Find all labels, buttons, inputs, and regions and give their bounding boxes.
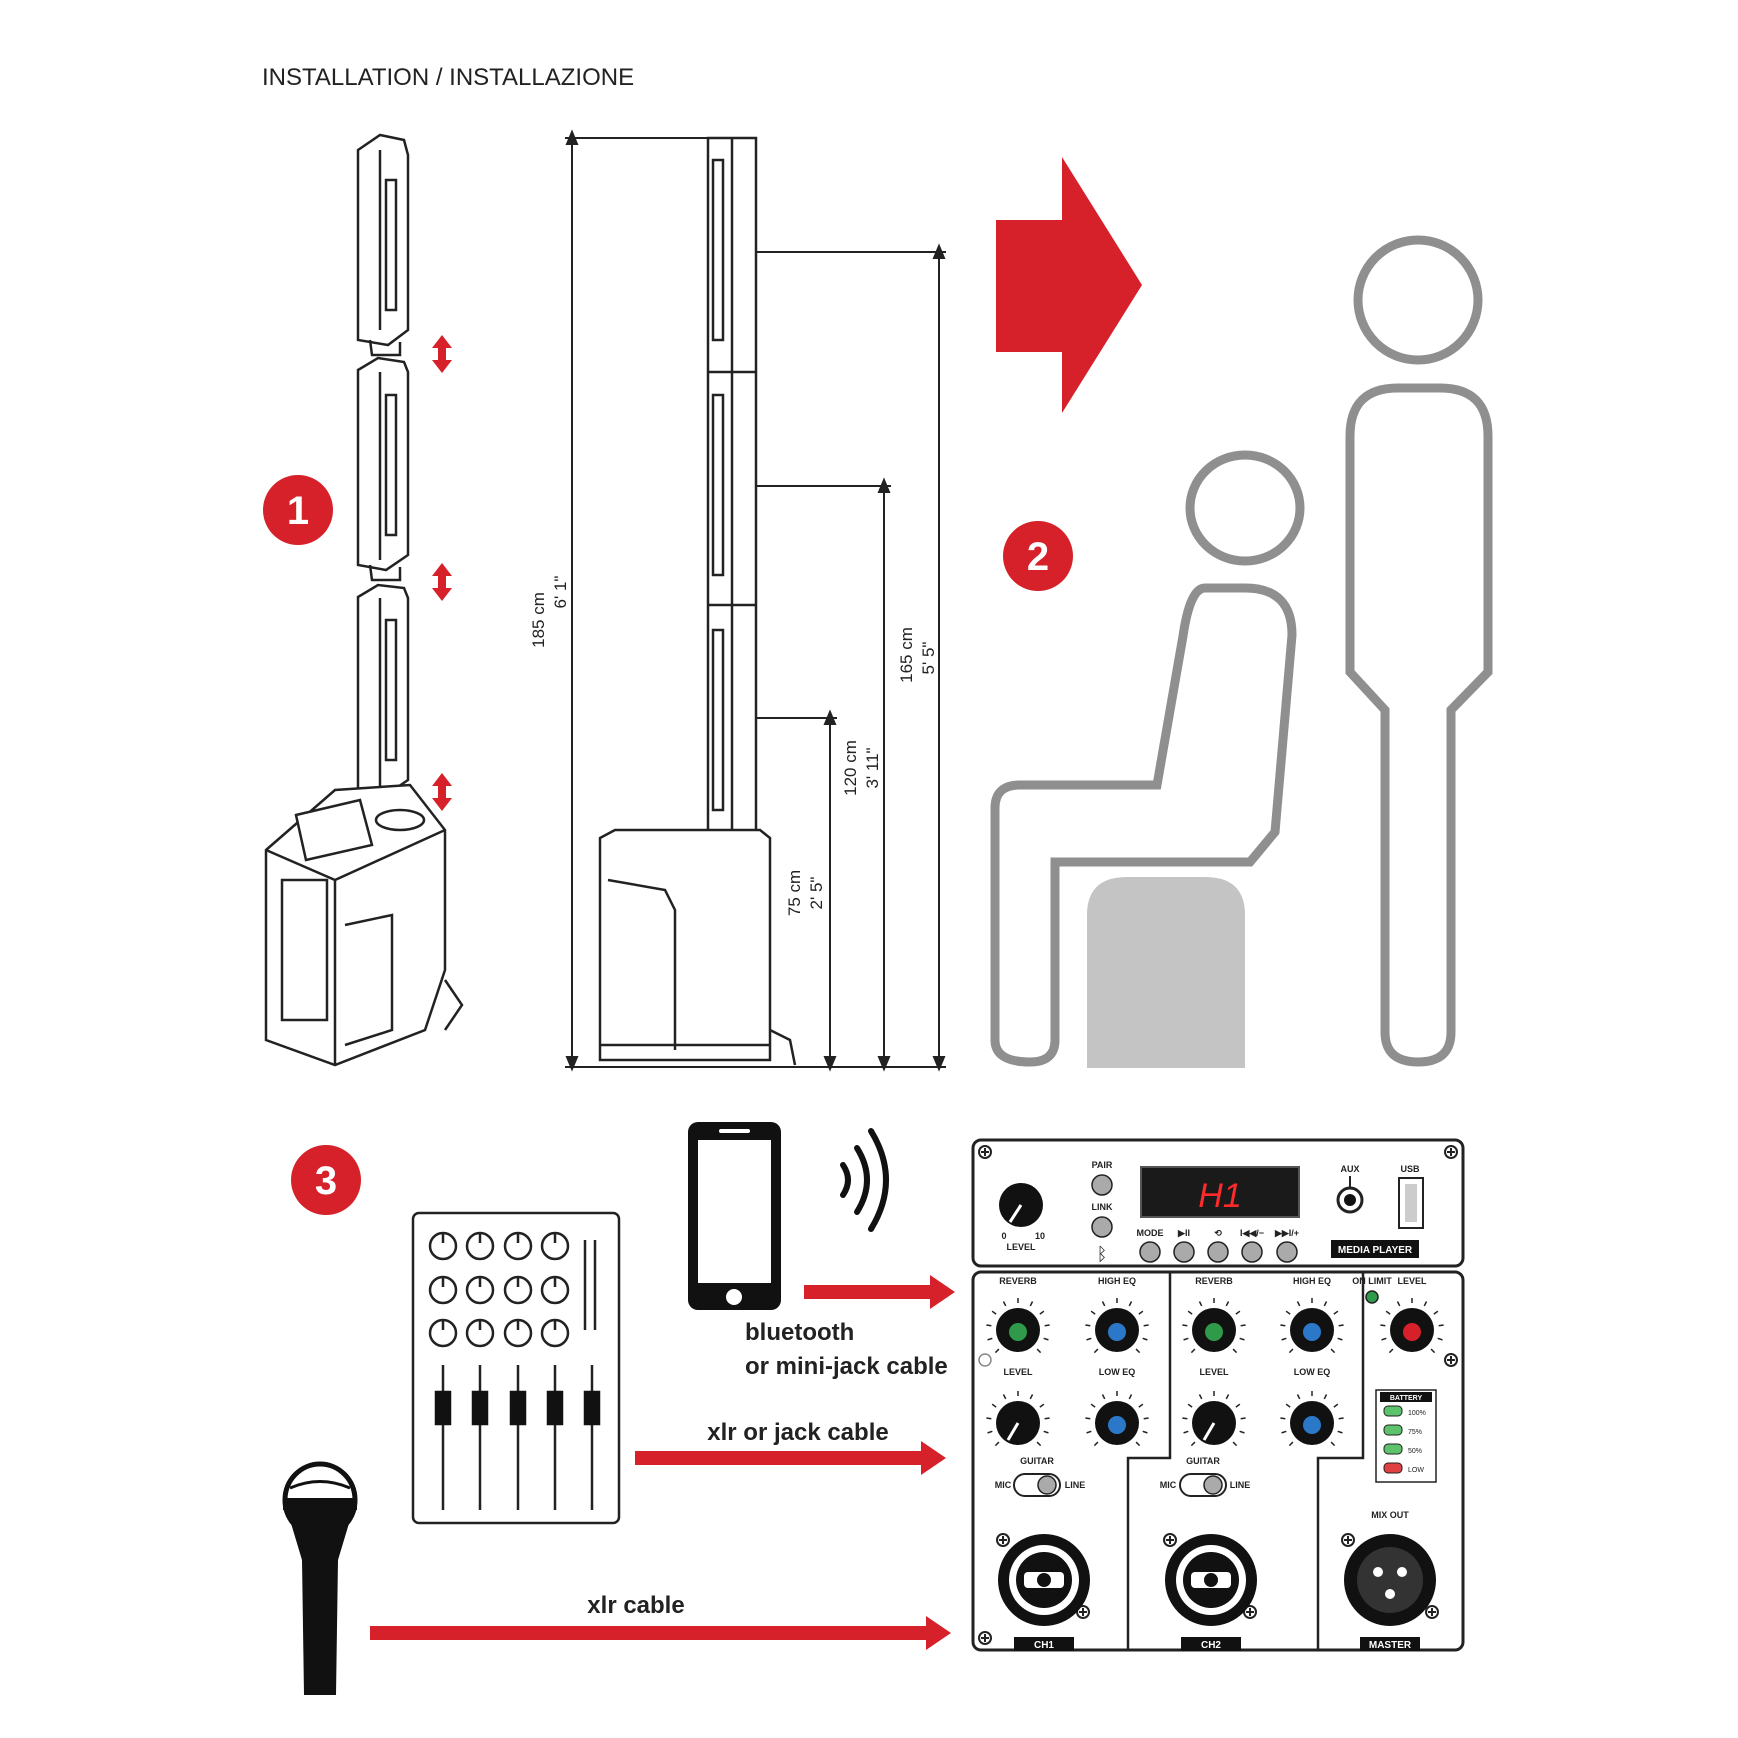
step-3-badge: 3 xyxy=(291,1145,361,1215)
combo-jack-ch2 xyxy=(1165,1534,1257,1626)
svg-text:AUX: AUX xyxy=(1340,1164,1359,1174)
display-readout: H1 xyxy=(1198,1177,1241,1215)
svg-text:1: 1 xyxy=(287,489,309,533)
svg-text:GUITAR: GUITAR xyxy=(1020,1456,1054,1466)
bluetooth-label: bluetooth xyxy=(745,1319,854,1346)
svg-text:MIC: MIC xyxy=(995,1480,1012,1490)
svg-text:BATTERY: BATTERY xyxy=(1390,1395,1423,1402)
svg-text:LEVEL: LEVEL xyxy=(1006,1242,1036,1252)
svg-text:6' 1": 6' 1" xyxy=(551,576,570,609)
combo-jack-ch1 xyxy=(998,1534,1090,1626)
assembly-arrows xyxy=(432,335,452,811)
height-labels: 185 cm 6' 1" 165 cm 5' 5" 120 cm 3' 11" … xyxy=(529,576,938,917)
smartphone-icon xyxy=(688,1122,781,1310)
svg-text:2: 2 xyxy=(1027,535,1049,579)
svg-text:3' 11": 3' 11" xyxy=(863,747,882,788)
svg-text:LINK: LINK xyxy=(1092,1202,1113,1212)
svg-text:LINE: LINE xyxy=(1230,1480,1251,1490)
cable-labels: bluetooth or mini-jack cable xlr or jack… xyxy=(587,1319,947,1619)
seat-icon xyxy=(1087,877,1245,1068)
microphone-icon xyxy=(282,1461,358,1695)
step-2-badge: 2 xyxy=(1003,521,1073,591)
step-1-badge: 1 xyxy=(263,475,333,545)
svg-text:LEVEL: LEVEL xyxy=(1199,1367,1229,1377)
svg-text:75 cm: 75 cm xyxy=(785,870,804,916)
svg-text:185 cm: 185 cm xyxy=(529,592,548,648)
svg-text:HIGH EQ: HIGH EQ xyxy=(1098,1276,1136,1286)
bluetooth-icon: ᛒ xyxy=(1097,1244,1108,1264)
svg-text:LEVEL: LEVEL xyxy=(1397,1276,1427,1286)
svg-text:10: 10 xyxy=(1035,1231,1045,1241)
svg-text:5' 5": 5' 5" xyxy=(919,642,938,675)
svg-text:▶▶I/+: ▶▶I/+ xyxy=(1274,1228,1299,1238)
svg-text:CH1: CH1 xyxy=(1034,1640,1054,1651)
standing-person-icon xyxy=(1345,235,1493,1067)
svg-text:165 cm: 165 cm xyxy=(897,627,916,683)
svg-text:LINE: LINE xyxy=(1065,1480,1086,1490)
svg-text:HIGH EQ: HIGH EQ xyxy=(1293,1276,1331,1286)
svg-text:GUITAR: GUITAR xyxy=(1186,1456,1220,1466)
xlr-jack-label: xlr or jack cable xyxy=(707,1419,888,1446)
external-mixer-icon xyxy=(411,1211,621,1525)
svg-text:MEDIA PLAYER: MEDIA PLAYER xyxy=(1338,1245,1413,1256)
svg-text:3: 3 xyxy=(315,1159,337,1203)
svg-text:LOW EQ: LOW EQ xyxy=(1099,1367,1136,1377)
cable-arrows xyxy=(370,1275,955,1650)
svg-text:I◀◀/−: I◀◀/− xyxy=(1240,1228,1264,1238)
svg-text:MIX OUT: MIX OUT xyxy=(1371,1510,1409,1520)
xlr-label: xlr cable xyxy=(587,1592,684,1619)
direction-arrow xyxy=(996,157,1142,413)
mini-jack-label: or mini-jack cable xyxy=(745,1353,948,1380)
svg-text:ON LIMIT: ON LIMIT xyxy=(1352,1276,1392,1286)
battery-level-label: LOW xyxy=(1408,1467,1424,1474)
svg-text:LEVEL: LEVEL xyxy=(1003,1367,1033,1377)
battery-level-label: 50% xyxy=(1408,1448,1422,1455)
svg-text:MIC: MIC xyxy=(1160,1480,1177,1490)
xlr-output-master xyxy=(1344,1534,1436,1626)
svg-text:CH2: CH2 xyxy=(1201,1640,1221,1651)
svg-text:0: 0 xyxy=(1001,1231,1006,1241)
svg-text:PAIR: PAIR xyxy=(1092,1160,1113,1170)
rear-control-panel: H1 LEVEL PAIR LINK AUX USB MODE ▶II ⟲ I◀… xyxy=(971,1138,1465,1652)
svg-text:REVERB: REVERB xyxy=(999,1276,1037,1286)
seated-person-icon xyxy=(990,450,1305,1067)
page-title: INSTALLATION / INSTALLAZIONE xyxy=(262,64,634,91)
svg-text:LOW EQ: LOW EQ xyxy=(1294,1367,1331,1377)
svg-text:2' 5": 2' 5" xyxy=(807,877,826,910)
svg-text:⟲: ⟲ xyxy=(1214,1228,1222,1238)
svg-text:MASTER: MASTER xyxy=(1369,1640,1412,1651)
svg-text:REVERB: REVERB xyxy=(1195,1276,1233,1286)
svg-text:▶II: ▶II xyxy=(1177,1228,1190,1238)
svg-text:MODE: MODE xyxy=(1137,1228,1164,1238)
svg-text:120 cm: 120 cm xyxy=(841,740,860,796)
exploded-speaker-column xyxy=(264,133,464,1067)
height-dimension-lines xyxy=(565,129,946,1072)
wireless-signal-icon xyxy=(840,1128,889,1232)
battery-level-label: 100% xyxy=(1408,1410,1426,1417)
assembled-speaker xyxy=(598,136,797,1066)
svg-text:USB: USB xyxy=(1400,1164,1420,1174)
battery-level-label: 75% xyxy=(1408,1429,1422,1436)
